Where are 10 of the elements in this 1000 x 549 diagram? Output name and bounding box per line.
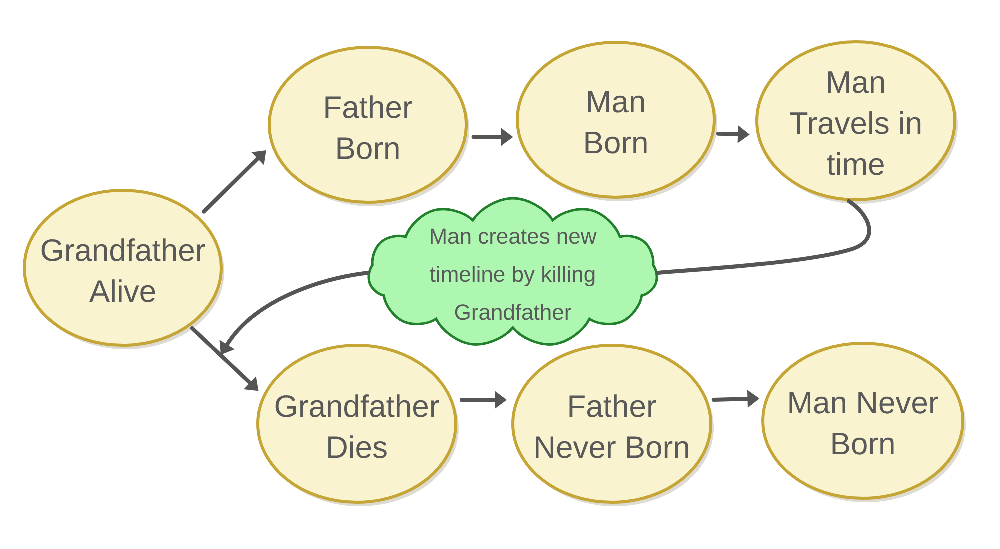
arrow — [202, 150, 266, 214]
oval-node: Man Never Born — [762, 342, 966, 502]
oval-node: Father Born — [268, 46, 470, 206]
oval-node: Grandfather Alive — [23, 189, 224, 350]
cloud-node: Man creates new timeline by killing Grandfather — [368, 197, 658, 346]
oval-node: Father Never Born — [512, 344, 714, 506]
oval-node: Grandfather Dies — [256, 344, 459, 506]
oval-node: Man Born — [516, 41, 718, 202]
curved-line — [656, 199, 872, 275]
oval-node: Man Travels in time — [756, 40, 958, 204]
